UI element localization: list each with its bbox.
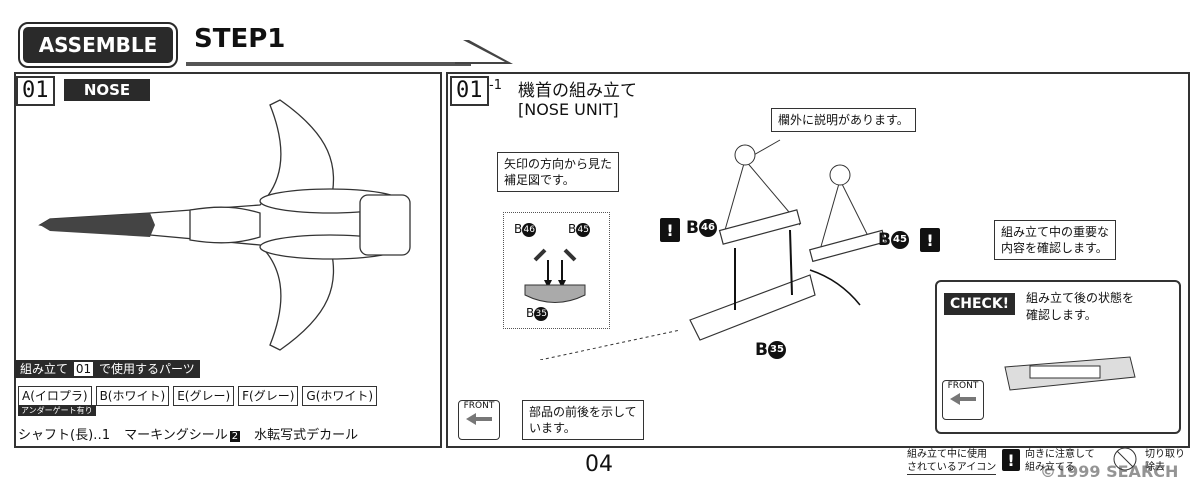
detail-b45-label: B (568, 222, 577, 236)
parts-header-pre: 組み立て (20, 362, 69, 376)
legend-caution-icon: ! (1002, 449, 1020, 471)
label-b35-letter: B (755, 340, 768, 360)
label-b45-letter: B (878, 230, 891, 250)
legend-cut-2: 除去 (1145, 462, 1165, 473)
subsection-sub: -1 (489, 78, 502, 93)
legend-caution-2: 組み立てる (1025, 462, 1075, 473)
legend-caution-1: 向きに注意して (1025, 449, 1095, 460)
icon-legend-title-1: 組み立て中に使用 (907, 449, 987, 460)
detail-view-box (503, 212, 610, 329)
unit-title-jp: 機首の組み立て (518, 81, 637, 101)
cut-icon-2 (829, 164, 851, 186)
parts-list: A(イロプラ) B(ホワイト) E(グレー) F(グレー) G(ホワイト) (18, 386, 378, 406)
extra-decal: 水転写式デカール (254, 428, 359, 443)
callout-front-1: 部品の前後を示して (529, 405, 637, 419)
detail-b46-label: B (514, 222, 523, 236)
aircraft-illustration (38, 99, 411, 351)
marking-num: 2 (229, 431, 241, 442)
part-f: F(グレー) (238, 386, 299, 406)
legend-cut-1: 切り取り (1145, 449, 1185, 460)
legend-cut-icon (1113, 447, 1137, 471)
cut-icon-1 (734, 144, 756, 166)
parts-header-post: で使用するパーツ (98, 362, 195, 376)
page-number: 04 (585, 452, 613, 477)
step-arrow-icon (455, 40, 513, 64)
extra-marking-label: マーキングシール (124, 428, 228, 443)
step-underline (186, 62, 471, 66)
part-a: A(イロプラ) (18, 386, 92, 406)
check-front-label: FRONT (947, 381, 979, 391)
detail-diagram (524, 248, 586, 303)
part-e: E(グレー) (173, 386, 235, 406)
assembly-diagram (540, 139, 886, 360)
check-part-illustration (1004, 356, 1136, 391)
front-icon: FRONT (458, 400, 500, 440)
callout-important: 組み立て中の重要な 内容を確認します。 (994, 220, 1117, 260)
under-gate-note: アンダーゲート有り (18, 405, 96, 416)
label-b35-num: 35 (767, 341, 786, 359)
check-front-icon: FRONT (942, 380, 984, 420)
callout-outside: 欄外に説明があります。 (771, 108, 916, 132)
subsection-number: 01 (450, 76, 489, 106)
detail-b35-num: 35 (534, 306, 549, 321)
check-label: CHECK! (944, 293, 1016, 315)
parts-header: 組み立て 01 で使用するパーツ (14, 360, 200, 378)
caution-icon-b45: ! (920, 228, 940, 252)
detail-b45: B45 (568, 222, 591, 237)
nose-panel (14, 72, 442, 448)
detail-b46-num: 46 (522, 222, 537, 237)
extra-shaft: シャフト(長)‥1 (18, 428, 111, 443)
nose-unit-panel (446, 72, 1190, 448)
callout-important-2: 内容を確認します。 (1001, 241, 1108, 255)
check-text: 組み立て後の状態を 確認します。 (1026, 290, 1134, 324)
icon-legend-title-2: されているアイコン (907, 462, 997, 473)
callout-important-1: 組み立て中の重要な (1001, 225, 1110, 239)
legend-caution-text: 向きに注意して 組み立てる (1025, 448, 1095, 474)
label-b46-num: 46 (698, 219, 717, 237)
detail-b35: B35 (526, 306, 549, 321)
detail-b35-label: B (526, 306, 535, 320)
assemble-badge: ASSEMBLE (18, 22, 178, 68)
check-text-1: 組み立て後の状態を (1026, 291, 1135, 305)
label-b46-letter: B (686, 218, 699, 238)
unit-title-en: [NOSE UNIT] (518, 100, 619, 119)
section-number: 01 (16, 76, 55, 106)
watermark: ©1999 SEARCH (1040, 462, 1179, 481)
check-box (935, 280, 1181, 434)
label-b45-num: 45 (890, 231, 909, 249)
part-g: G(ホワイト) (302, 386, 378, 406)
callout-arrow-view-2: 補足図です。 (504, 173, 575, 187)
legend-cut-text: 切り取り 除去 (1145, 448, 1185, 474)
callout-front-2: います。 (529, 421, 576, 435)
parts-header-num: 01 (73, 362, 94, 376)
section-title: NOSE (64, 79, 150, 101)
check-text-2: 確認します。 (1026, 308, 1097, 322)
step-title: STEP1 (194, 24, 286, 54)
part-b: B(ホワイト) (95, 386, 170, 406)
callout-arrow-view-1: 矢印の方向から見た (504, 157, 613, 171)
front-arrow-icon (466, 413, 492, 425)
check-front-arrow-icon (950, 393, 976, 405)
callout-arrow-view: 矢印の方向から見た 補足図です。 (497, 152, 620, 192)
detail-b45-num: 45 (576, 222, 591, 237)
icon-legend-title: 組み立て中に使用 されているアイコン (907, 448, 997, 475)
caution-icon-b46: ! (660, 218, 680, 242)
detail-b46: B46 (514, 222, 537, 237)
front-icon-label: FRONT (463, 401, 495, 411)
callout-front: 部品の前後を示して います。 (522, 400, 644, 440)
